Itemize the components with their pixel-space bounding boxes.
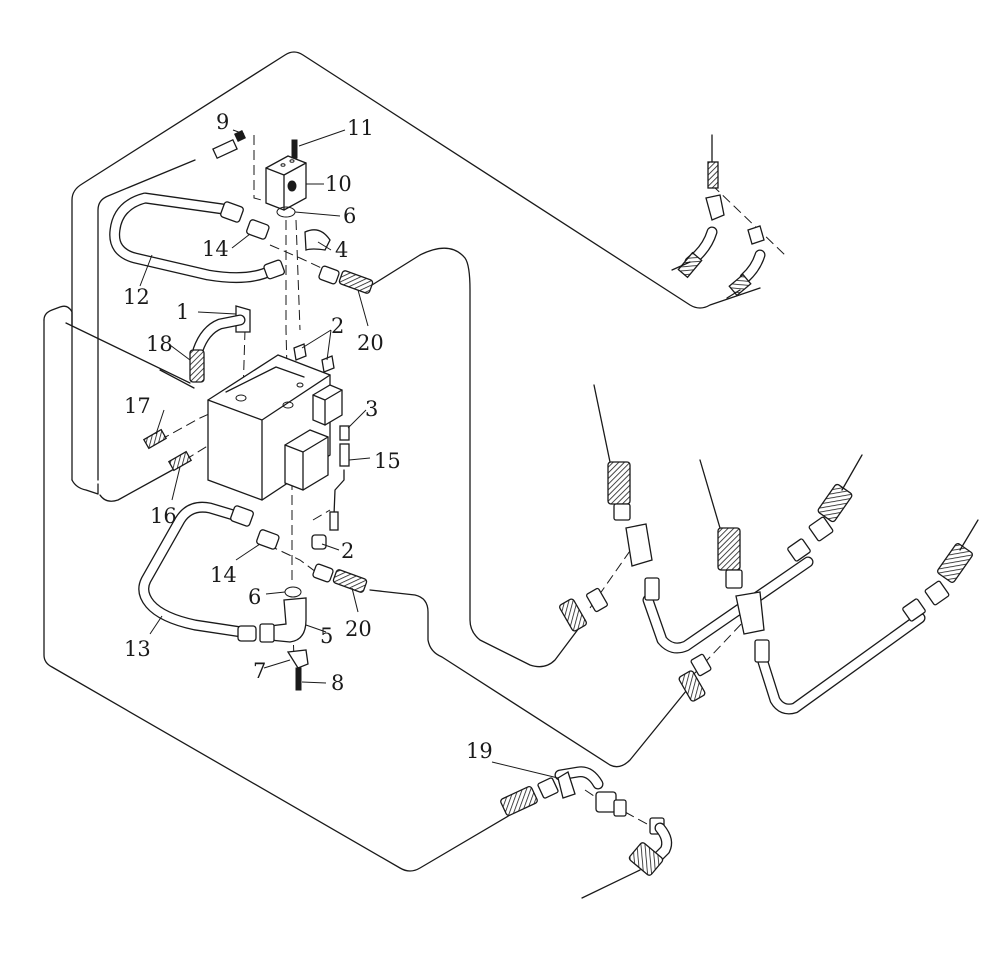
callout-14-lower: 14 <box>210 563 237 587</box>
fitting-3 <box>339 425 350 441</box>
outer-routing-line-b <box>97 159 196 481</box>
assembly-centerlines <box>159 135 786 831</box>
callout-14-upper: 14 <box>202 237 229 261</box>
callout-8: 8 <box>331 671 344 695</box>
fitting-17 <box>142 428 168 450</box>
adapter-14-upper <box>246 219 270 240</box>
bolt-8 <box>295 667 302 691</box>
fitting-15 <box>339 443 350 467</box>
fitting-2-upper-b <box>321 355 335 373</box>
callout-13: 13 <box>124 637 151 661</box>
outer-routing-line-h <box>369 589 696 768</box>
screw-11 <box>291 139 298 159</box>
callout-7: 7 <box>253 659 266 683</box>
callout-5: 5 <box>320 624 333 648</box>
callout-2-lower: 2 <box>341 539 354 563</box>
fitting-16 <box>167 450 193 472</box>
callout-12: 12 <box>123 285 150 309</box>
clamp-7 <box>286 649 309 669</box>
valve-block <box>207 354 343 501</box>
routing-outlines <box>43 51 761 872</box>
hose-end-20-lower <box>332 569 368 593</box>
solenoid-coil-lower <box>284 429 329 491</box>
outer-routing-line-c <box>71 479 99 495</box>
callout-17: 17 <box>124 394 151 418</box>
callout-6-upper: 6 <box>343 204 356 228</box>
callout-3: 3 <box>365 397 378 421</box>
callout-4: 4 <box>335 238 348 262</box>
hose-end-19 <box>500 785 538 817</box>
elbow-5 <box>269 597 307 643</box>
outer-routing-line-g <box>371 247 586 668</box>
outer-routing-line-e <box>43 305 73 326</box>
hose-end-20-upper <box>338 270 374 294</box>
hose-end-18 <box>189 349 205 383</box>
outer-routing-line-d <box>99 467 177 502</box>
outer-routing-line-a <box>71 51 761 481</box>
callout-16: 16 <box>150 504 177 528</box>
hose-12 <box>109 192 278 284</box>
callout-20-lower: 20 <box>345 617 372 641</box>
callouts: 9 11 10 6 14 4 12 1 2 20 18 17 3 15 16 2… <box>123 110 493 763</box>
fitting-9 <box>212 138 238 160</box>
fittings <box>142 130 973 876</box>
tee-tubes <box>554 556 926 790</box>
callout-10: 10 <box>325 172 352 196</box>
adapter-14-lower <box>256 529 280 550</box>
manifold-block-10 <box>265 155 307 218</box>
free-end-lines <box>581 134 979 899</box>
hose-13 <box>138 501 254 639</box>
callout-9: 9 <box>216 110 229 134</box>
outer-routing-line-f <box>43 319 511 872</box>
leader-lines <box>139 129 559 779</box>
callout-2-upper: 2 <box>331 314 344 338</box>
callout-6-lower: 6 <box>248 585 261 609</box>
leader-lines-left <box>65 322 195 389</box>
callout-20-upper: 20 <box>357 331 384 355</box>
oring-6-lower <box>284 586 302 598</box>
callout-11: 11 <box>347 116 374 140</box>
fitting-2-lower <box>311 534 327 550</box>
callout-1: 1 <box>176 300 189 324</box>
callout-15: 15 <box>374 449 401 473</box>
callout-19: 19 <box>466 739 493 763</box>
fitting-2-upper-a <box>293 343 307 361</box>
callout-18: 18 <box>146 332 173 356</box>
